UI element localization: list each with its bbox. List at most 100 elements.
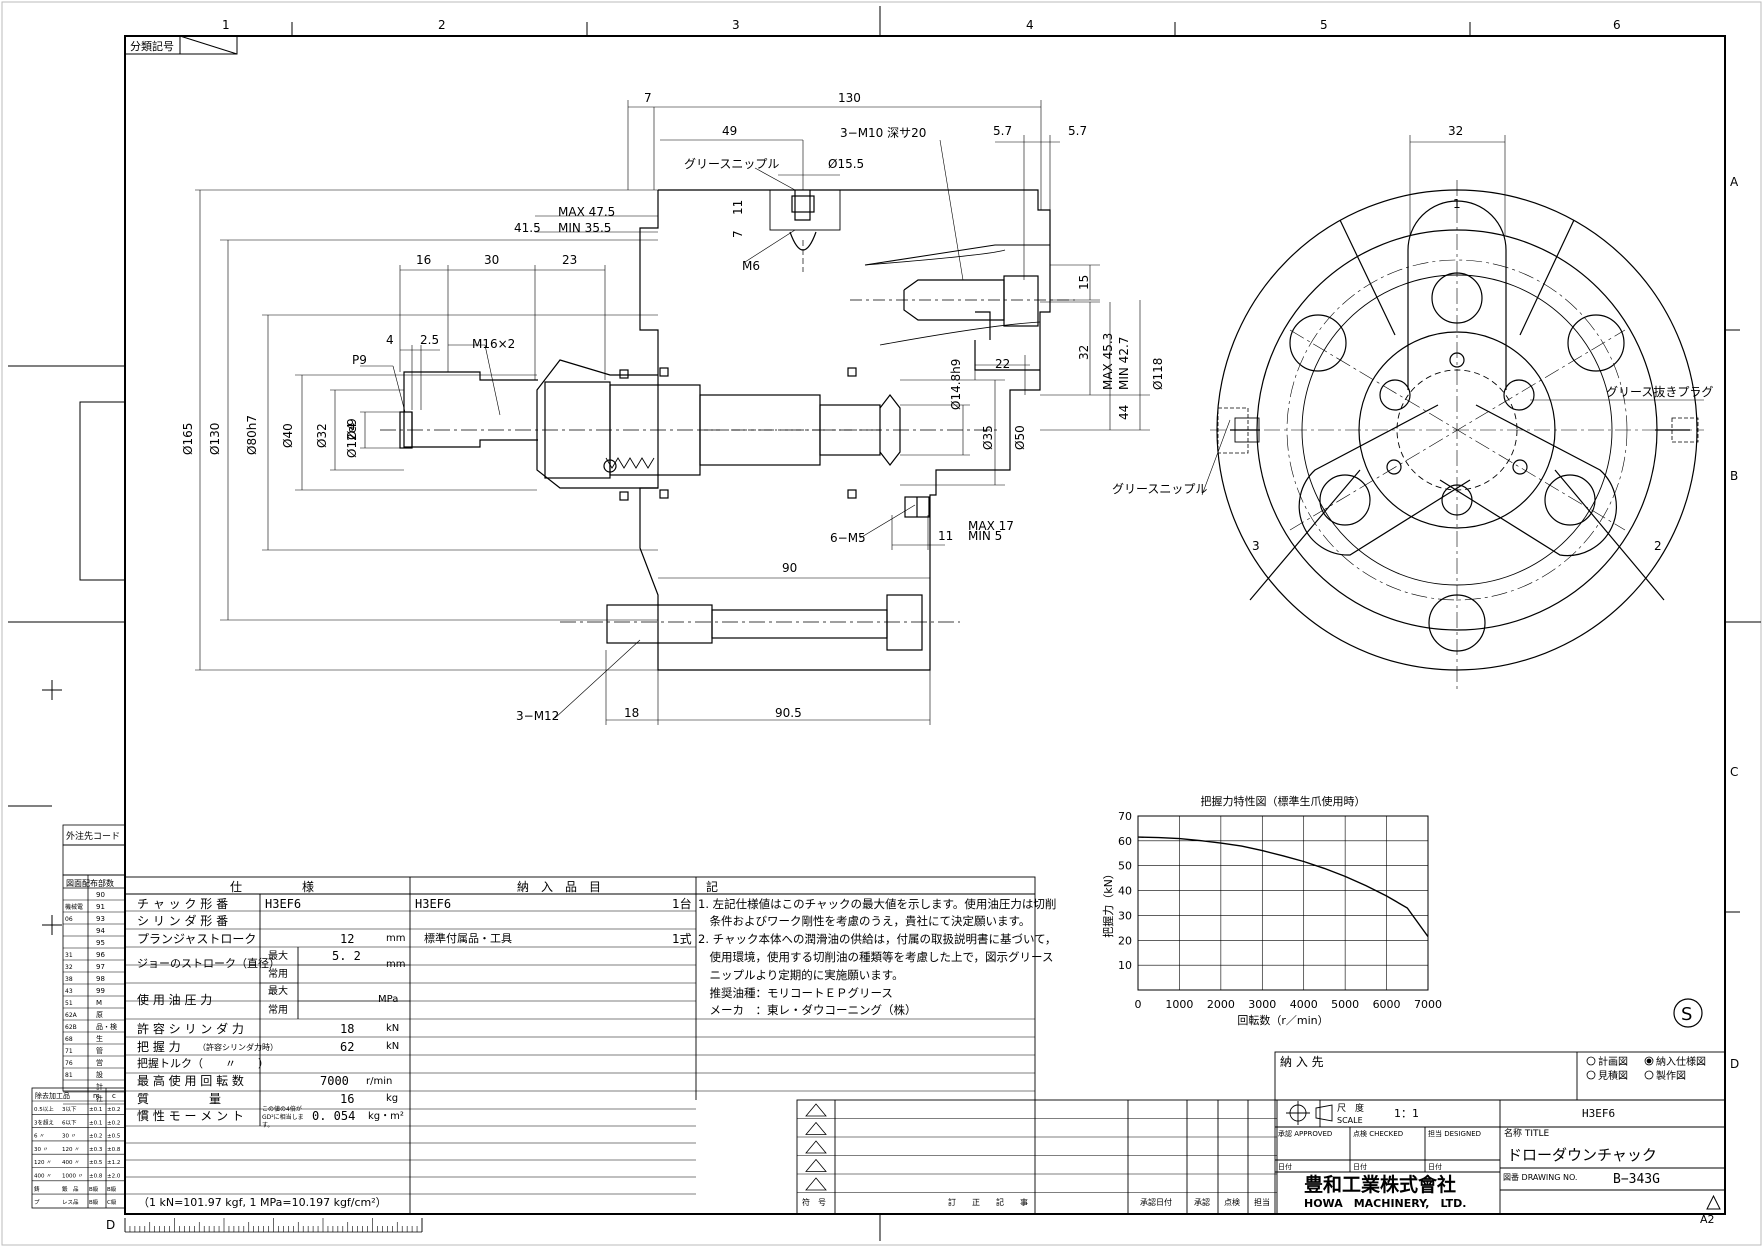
- process-row-to: 鍛 品: [62, 1185, 79, 1193]
- jaw-1-label: 1: [1453, 197, 1461, 211]
- dim-32b: Ø32: [315, 423, 329, 448]
- opt-production-radio[interactable]: [1644, 1070, 1654, 1080]
- process-row-m: ±0.8: [89, 1174, 103, 1180]
- dist-row-number: 原: [96, 1011, 103, 1019]
- dim-80: Ø80h7: [245, 415, 259, 455]
- dist-row-number: 97: [96, 963, 105, 971]
- note-line-3: 2. チャック本体への潤滑油の供給は，付属の取扱説明書に基づいて，: [698, 932, 1057, 946]
- chart-y-label: 把握力（kN）: [1101, 868, 1115, 938]
- symbol-s-circle: [1673, 998, 1703, 1028]
- opt-spec-radio[interactable]: [1644, 1056, 1654, 1066]
- process-row-from: 400 〃: [34, 1174, 52, 1180]
- zone-col-5: 5: [1320, 18, 1328, 32]
- label-grease-plug: グリース抜きプラグ: [1606, 385, 1713, 399]
- dist-row-number: 営: [96, 1058, 103, 1067]
- dim-23: 23: [562, 253, 577, 267]
- dist-row-number: 94: [96, 927, 105, 935]
- dim-32-top: 32: [1448, 124, 1463, 138]
- process-row-m: B級: [89, 1185, 99, 1193]
- delivery-to-label: 納 入 先: [1280, 1055, 1324, 1069]
- dim-4: 4: [386, 333, 394, 347]
- dist-row-number: M: [96, 999, 102, 1007]
- dim-max17: MAX 17: [968, 519, 1014, 533]
- process-row-m: B級: [89, 1198, 99, 1206]
- chart-x-tick: 1000: [1165, 998, 1193, 1011]
- scale-label: 尺 度: [1337, 1102, 1364, 1114]
- dist-row-code: 06: [65, 916, 73, 923]
- spec-row-inertia-unit: kg・m²: [368, 1111, 404, 1122]
- dim-50: Ø50: [1013, 425, 1027, 450]
- dim-57b: 5.7: [1068, 124, 1087, 138]
- spec-row-plunger-unit: mm: [386, 933, 406, 944]
- chart-y-tick: 50: [1118, 860, 1132, 873]
- spec-row-jaw-max: 最大: [268, 951, 288, 962]
- process-row-m: ±0.3: [89, 1147, 103, 1153]
- drawing-no-label: 図番 DRAWING NO.: [1503, 1172, 1577, 1182]
- process-row-c: ±0.2: [107, 1107, 120, 1113]
- process-header-m: m: [93, 1092, 100, 1100]
- dim-7b: 7: [731, 230, 745, 238]
- zone-row-a: A: [1730, 175, 1739, 189]
- process-row-to: レス品: [62, 1199, 79, 1206]
- drawing-no: B−343G: [1613, 1172, 1660, 1187]
- process-row-m: ±0.5: [89, 1160, 103, 1166]
- drawing-title: ドローダウンチャック: [1507, 1146, 1657, 1164]
- zone-col-3: 3: [732, 18, 740, 32]
- chart-x-tick: 7000: [1414, 998, 1442, 1011]
- dim-min355: MIN 35.5: [558, 221, 611, 235]
- dim-15: 15: [1077, 275, 1091, 290]
- date-label-3: 日付: [1428, 1162, 1442, 1171]
- date-label-1: 日付: [1278, 1162, 1292, 1171]
- symbol-s: S: [1681, 1004, 1692, 1025]
- spec-row-torque-label: 把握トルク（ 〃 ）: [137, 1057, 269, 1070]
- zone-row-c: C: [1730, 765, 1738, 779]
- dim-16: 16: [416, 253, 431, 267]
- dim-11b: 11: [938, 529, 953, 543]
- dist-row-number: 99: [96, 987, 105, 995]
- spec-row-cyl-force-value: 18: [340, 1022, 355, 1036]
- dim-11: 11: [731, 200, 745, 215]
- checked-label: 点検 CHECKED: [1353, 1129, 1403, 1138]
- spec-row-pressure-label: 使 用 油 圧 力: [137, 993, 213, 1007]
- scale-value: 1：1: [1394, 1107, 1419, 1120]
- dim-118: Ø118: [1151, 358, 1165, 390]
- chart-x-tick: 0: [1135, 998, 1142, 1011]
- opt-plan-radio[interactable]: [1586, 1056, 1596, 1066]
- spec-row-grip-note: （許容シリンダ力時）: [198, 1043, 278, 1052]
- opt-production-label: 製作図: [1656, 1069, 1686, 1082]
- dist-row-code: 51: [65, 1000, 73, 1007]
- note-line-4: 使用環境，使用する切削油の種類等を考慮した上で，図示グリース: [698, 950, 1054, 964]
- dim-44: 44: [1117, 405, 1131, 420]
- dist-row-number: 社: [96, 1094, 103, 1103]
- spec-row-model-label: チ ャ ッ ク 形 番: [137, 897, 229, 911]
- jaw-2-label: 2: [1654, 539, 1662, 553]
- chart-x-tick: 6000: [1373, 998, 1401, 1011]
- spec-row-grip-label: 把 握 力: [137, 1040, 181, 1054]
- process-row-to: 400 〃: [62, 1160, 80, 1166]
- rev-approve-header: 承認: [1194, 1198, 1210, 1207]
- dim-165: Ø165: [181, 423, 195, 455]
- process-row-to: 1000 〃: [62, 1174, 83, 1180]
- chart-x-tick: 4000: [1290, 998, 1318, 1011]
- dist-row-code: 62A: [65, 1012, 78, 1019]
- dim-m5: 6−M5: [830, 531, 866, 545]
- approved-label: 承認 APPROVED: [1278, 1129, 1332, 1138]
- rev-date-header: 承認日付: [1140, 1198, 1172, 1207]
- process-row-from: 3を超え: [34, 1118, 54, 1126]
- chart-y-tick: 30: [1118, 909, 1132, 922]
- process-row-from: 120 〃: [34, 1160, 52, 1166]
- dist-row-code: 81: [65, 1072, 73, 1079]
- dim-148: Ø14.8h9: [949, 359, 963, 410]
- note-line-7: メーカ ：東レ・ダウコーニング（株）: [698, 1003, 917, 1017]
- dist-row-number: 計: [96, 1082, 103, 1091]
- spec-row-grip-value: 62: [340, 1040, 355, 1054]
- dim-min5: MIN 5: [968, 529, 1002, 543]
- opt-estimate-radio[interactable]: [1586, 1070, 1596, 1080]
- spec-row-speed-label: 最 高 使 用 回 転 数: [137, 1074, 244, 1088]
- spec-header: 仕 様: [230, 880, 315, 894]
- dim-35: Ø35: [981, 425, 995, 450]
- dim-max475: MAX 47.5: [558, 205, 615, 219]
